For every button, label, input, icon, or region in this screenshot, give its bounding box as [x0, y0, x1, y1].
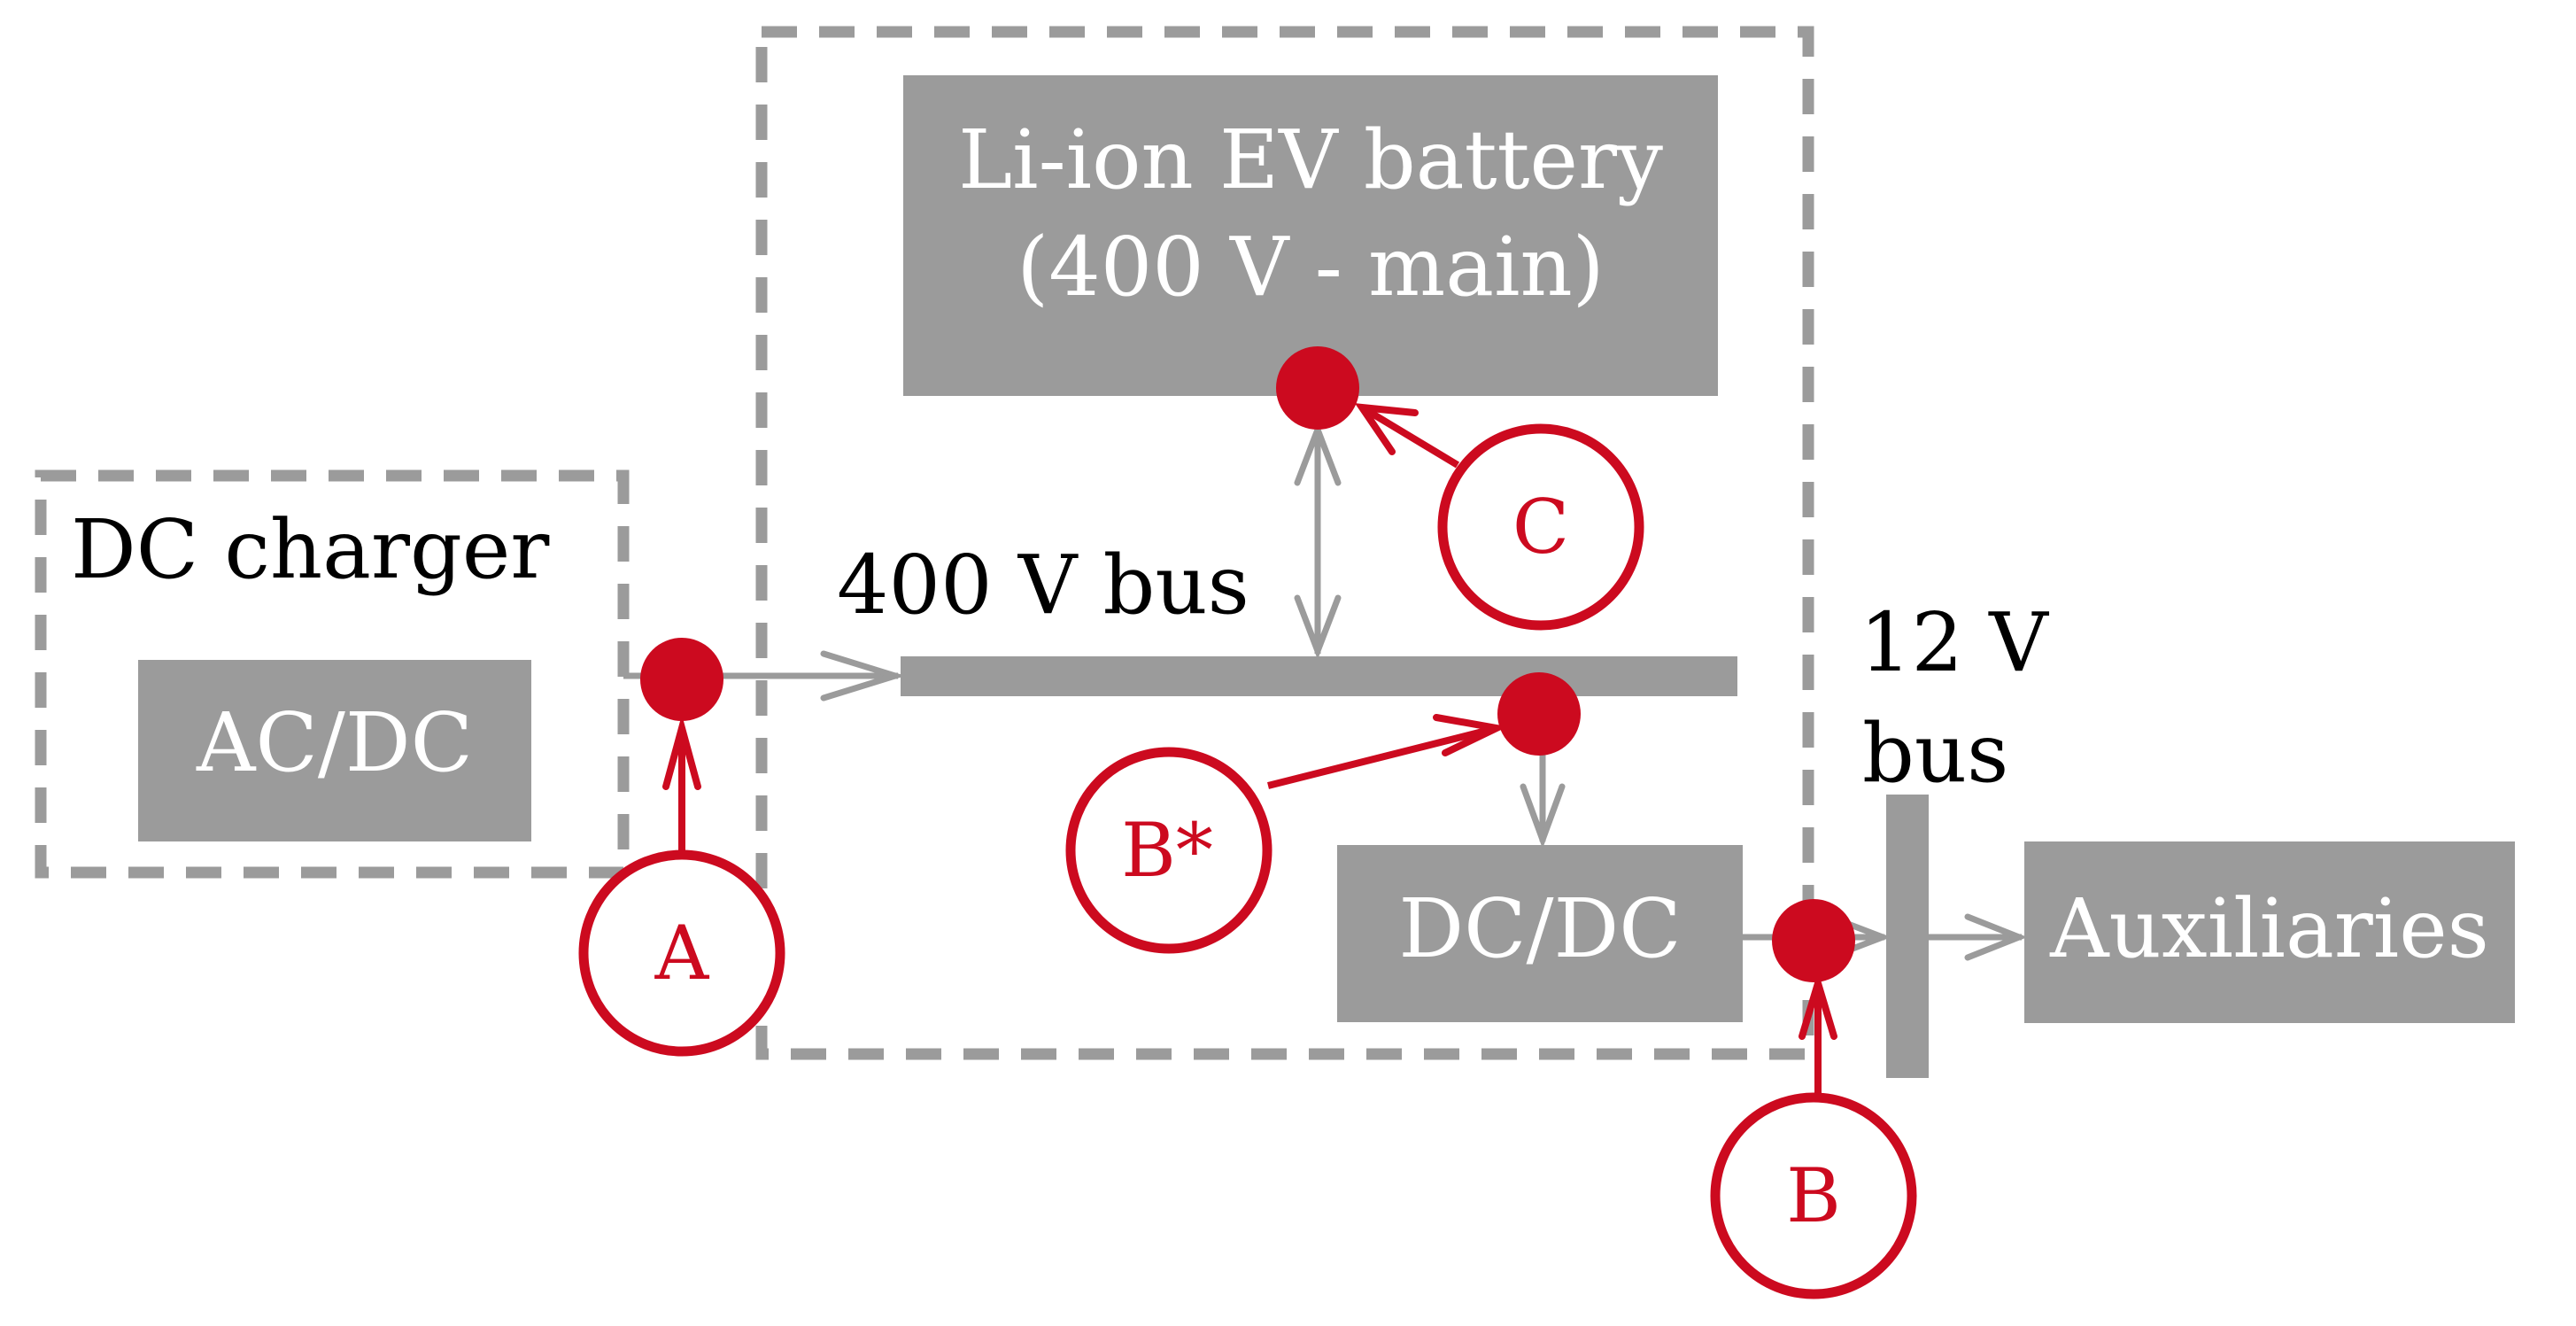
point-c-marker — [1276, 346, 1359, 430]
auxiliaries-block — [2024, 841, 2515, 1023]
lv-bus-to-auxiliaries-arrowhead — [1964, 913, 2028, 961]
point-c-circle — [1437, 423, 1644, 631]
point-c-label: C — [1512, 484, 1569, 570]
dc-charger-label: DC charger — [71, 502, 549, 597]
point-a-label: A — [654, 910, 710, 996]
acdc-label: AC/DC — [196, 695, 473, 790]
lv-bus-label-line1: 12 V — [1860, 595, 2049, 690]
vehicle-group — [755, 26, 1814, 1060]
lv-bus-bar — [1886, 795, 1929, 1078]
point-c-leader — [1359, 404, 1460, 469]
auxiliaries-label: Auxiliaries — [2049, 881, 2489, 976]
dcdc-block — [1337, 845, 1743, 1022]
point-b-star-marker — [1497, 672, 1581, 756]
point-a-marker — [640, 638, 723, 721]
point-b-circle — [1710, 1092, 1917, 1299]
point-a-leader-arrowhead — [662, 714, 701, 790]
point-b-star-label: B* — [1121, 807, 1213, 894]
point-b-marker — [1772, 899, 1855, 982]
battery-block — [903, 75, 1718, 396]
charger-to-bus-arrowhead — [820, 650, 906, 702]
point-b-label: B — [1786, 1152, 1841, 1239]
point-b-star-circle — [1065, 747, 1273, 954]
point-b-star-leader-arrowhead — [1433, 714, 1508, 756]
hv-bus-label: 400 V bus — [837, 538, 1249, 632]
battery-bus-arrowhead-down — [1294, 594, 1342, 660]
lv-bus-label-line2: bus — [1862, 706, 2008, 801]
point-b-star-leader — [1267, 725, 1497, 789]
battery-label-line2: (400 V - main) — [1017, 220, 1604, 314]
dcdc-label: DC/DC — [1398, 881, 1681, 976]
acdc-block — [138, 660, 531, 841]
hv-bus-bar — [901, 656, 1737, 696]
bus-to-dcdc-arrowhead — [1520, 783, 1566, 849]
point-c-leader-arrowhead — [1354, 403, 1419, 455]
battery-label-line1: Li-ion EV battery — [958, 112, 1663, 207]
point-b-leader-arrowhead — [1799, 971, 1837, 1040]
point-a-circle — [578, 849, 785, 1057]
